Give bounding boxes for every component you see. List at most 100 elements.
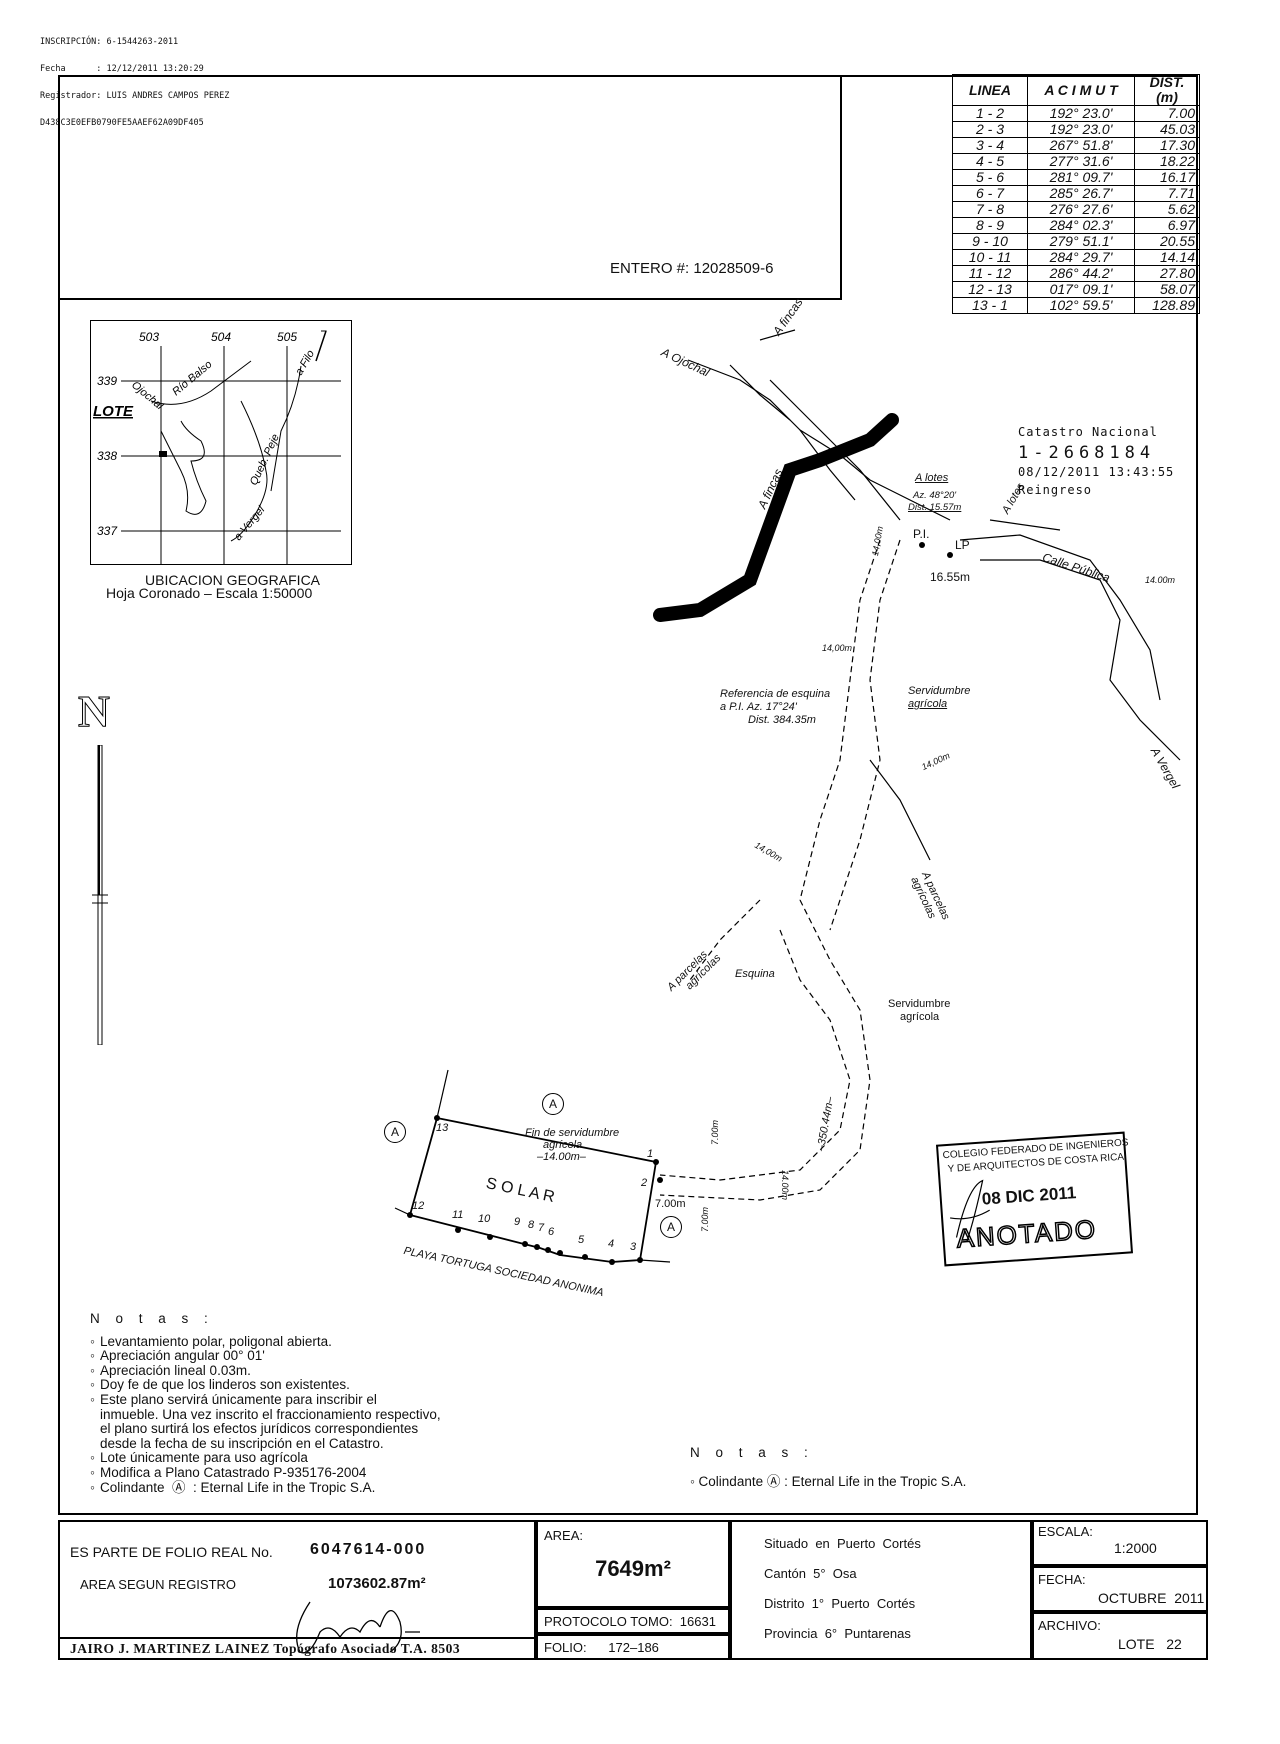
archivo-value: LOTE 22 <box>1118 1636 1182 1652</box>
label-a-lotes: A lotes <box>915 472 949 484</box>
cfia-date: 08 DIC 2011 <box>981 1183 1077 1209</box>
note-text: Modifica a Plano Catastrado P-935176-200… <box>100 1464 367 1480</box>
registry-line: D438C3E0EFB0790FE5AAEF62A09DF405 <box>40 118 204 128</box>
note-item: ◦Apreciación lineal 0.03m. <box>90 1362 251 1378</box>
catastro-number: 1-2668184 <box>1018 443 1156 463</box>
note-text: Colindante Ⓐ : Eternal Life in the Tropi… <box>698 1474 967 1489</box>
vertex-label: 2 <box>641 1177 648 1189</box>
cell: 16.17 <box>1134 169 1200 186</box>
note-item: ◦Doy fe de que los linderos son existent… <box>90 1377 350 1393</box>
note-item: ◦Modifica a Plano Catastrado P-935176-20… <box>90 1464 367 1480</box>
corner-reference: Referencia de esquina a P.I. Az. 17°24' … <box>720 688 830 727</box>
area-box: AREA: 7649m² <box>536 1520 730 1608</box>
colindante-marker: A <box>660 1216 682 1238</box>
label-pi: P.I. <box>913 527 930 541</box>
cell: 20.55 <box>1134 233 1200 250</box>
note-item: ◦Apreciación angular 00° 01' <box>90 1348 265 1364</box>
note-text: Este plano servirá únicamente para inscr… <box>100 1391 441 1451</box>
cell: 18.22 <box>1134 153 1200 170</box>
registry-line: Fecha : 12/12/2011 13:20:29 <box>40 64 204 74</box>
entero-number: ENTERO #: 12028509-6 <box>610 260 774 277</box>
note-text: Lote únicamente para uso agrícola <box>100 1450 308 1466</box>
cell: 13 - 1 <box>952 297 1028 314</box>
fin-servidumbre-line: agrícola <box>543 1139 583 1151</box>
cell: 4 - 5 <box>952 153 1028 170</box>
grid-y-label: 337 <box>97 524 118 538</box>
registry-stamp: INSCRIPCIÓN: 6-1544263-2011 Fecha : 12/1… <box>40 20 229 137</box>
top-blank-box <box>58 75 842 300</box>
location-caption: UBICACION GEOGRAFICA <box>145 572 321 588</box>
reference-line: Dist. 384.35m <box>748 714 816 726</box>
label-width: 14.00m <box>780 1170 790 1201</box>
vertex-label: 5 <box>578 1234 585 1246</box>
vertex-label: 8 <box>528 1219 535 1231</box>
label-width: 7.00m <box>700 1206 710 1232</box>
folio-box: ES PARTE DE FOLIO REAL No. 6047614-000 A… <box>58 1520 536 1660</box>
vertex-label: 12 <box>412 1200 425 1212</box>
area-registro-label: AREA SEGUN REGISTRO <box>80 1577 237 1592</box>
situado-line: Cantón 5° Osa <box>764 1566 857 1581</box>
cell: 7.00 <box>1134 105 1200 122</box>
registry-line: Registrador: LUIS ANDRES CAMPOS PEREZ <box>40 91 230 101</box>
label-width: 14,00m <box>822 643 853 653</box>
surveyor-name: JAIRO J. MARTINEZ LAINEZ Topógrafo Asoci… <box>70 1641 461 1656</box>
servidumbre-label: Servidumbre agrícola <box>888 998 950 1024</box>
cell: 277° 31.6' <box>1027 153 1135 170</box>
folio-value: 6047614-000 <box>310 1541 427 1558</box>
cfia-stamp: COLEGIO FEDERADO DE INGENIEROS Y DE ARQU… <box>935 1131 1134 1267</box>
fin-servidumbre-line: Fin de servidumbre <box>525 1127 620 1139</box>
lote-label: LOTE <box>93 403 134 420</box>
servidumbre-line: agrícola <box>900 1011 940 1023</box>
cell: 7 - 8 <box>952 201 1028 218</box>
cell: 279° 51.1' <box>1027 233 1135 250</box>
azimuth-header-row: LINEA A C I M U T DIST.(m) <box>952 74 1200 106</box>
note-item: ◦ Colindante Ⓐ : Eternal Life in the Tro… <box>690 1474 967 1489</box>
catastro-type: Reingreso <box>1018 483 1093 497</box>
servidumbre-line: agrícola <box>908 698 948 710</box>
notes-heading: N o t a s : <box>90 1311 214 1326</box>
grid-x-label: 504 <box>211 330 231 344</box>
grid-y-label: 338 <box>97 449 117 463</box>
notes-left: N o t a s : ◦Levantamiento polar, poligo… <box>90 1311 441 1495</box>
label-azimuth: Az. 48°20' <box>913 490 957 501</box>
cell: 14.14 <box>1134 249 1200 266</box>
note-item: ◦Este plano servirá únicamente para insc… <box>90 1391 441 1451</box>
cell: 3 - 4 <box>952 137 1028 154</box>
area-value: 7649m² <box>595 1556 671 1581</box>
vertex-label: 3 <box>630 1241 637 1253</box>
grid-x-label: 505 <box>277 330 297 344</box>
grid-x-label: 503 <box>139 330 159 344</box>
folio-label: ES PARTE DE FOLIO REAL No. <box>70 1544 273 1560</box>
colindante-marker: A <box>542 1093 564 1115</box>
north-label: N <box>78 687 111 736</box>
cell: 128.89 <box>1134 297 1200 314</box>
note-item: ◦Colindante Ⓐ : Eternal Life in the Trop… <box>90 1479 376 1495</box>
note-text: Levantamiento polar, poligonal abierta. <box>100 1333 332 1349</box>
cell: 102° 59.5' <box>1027 297 1135 314</box>
situado-line: Distrito 1° Puerto Cortés <box>764 1596 916 1611</box>
reference-line: a P.I. Az. 17°24' <box>720 701 797 713</box>
vertex-label: 13 <box>436 1122 449 1134</box>
catastro-datetime: 08/12/2011 13:43:55 <box>1018 465 1175 479</box>
col-acimut: A C I M U T <box>1027 74 1135 106</box>
vertex-label: 11 <box>452 1209 464 1221</box>
cell: 6.97 <box>1134 217 1200 234</box>
vertex-label: 9 <box>514 1216 521 1228</box>
fin-servidumbre-label: Fin de servidumbre agrícola –14.00m– <box>525 1127 619 1163</box>
cell: 267° 51.8' <box>1027 137 1135 154</box>
cell: 281° 09.7' <box>1027 169 1135 186</box>
location-map: 503 504 505 339 338 337 LOTE Ojochal Río… <box>90 320 352 565</box>
surveyor-signature <box>296 1601 420 1654</box>
escala-box: ESCALA: 1:2000 <box>1032 1520 1208 1566</box>
fecha-value: OCTUBRE 2011 <box>1098 1590 1205 1606</box>
fecha-box: FECHA: OCTUBRE 2011 <box>1032 1566 1208 1612</box>
area-label: AREA: <box>544 1528 584 1543</box>
reference-line: Referencia de esquina <box>720 688 831 700</box>
